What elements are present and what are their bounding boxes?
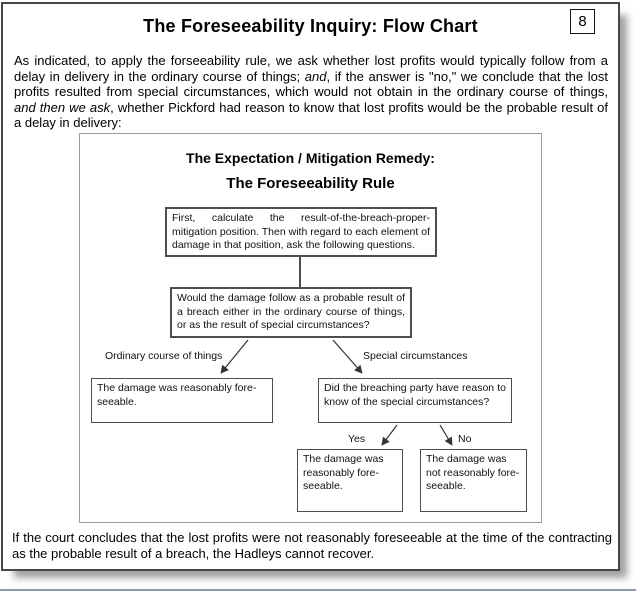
node-start-instruction: First, calculate the result-of-the-breac…	[165, 207, 437, 257]
page-number-box: 8	[570, 9, 595, 34]
node-ordinary-result: The damage was reasonably fore-seeable.	[91, 378, 273, 423]
chart-heading-secondary: The Foreseeability Rule	[226, 175, 395, 192]
branch-label-special-circumstances: Special circumstances	[363, 350, 468, 362]
branch-arrow-no	[439, 424, 453, 446]
document-page: 8 The Foreseeability Inquiry: Flow Chart…	[1, 2, 620, 571]
node-no-result: The damage was not reasonably fore-seeab…	[420, 449, 527, 512]
branch-label-yes: Yes	[348, 433, 366, 445]
intro-paragraph: As indicated, to apply the forseeability…	[14, 53, 608, 131]
chart-heading-primary: The Expectation / Mitigation Remedy:	[186, 150, 435, 166]
branch-label-ordinary-course: Ordinary course of things	[105, 350, 223, 362]
branch-arrow-yes	[381, 424, 398, 446]
page-number: 8	[578, 13, 587, 30]
flowchart-panel: The Expectation / Mitigation Remedy: The…	[79, 133, 542, 523]
branch-arrow-ordinary	[220, 339, 249, 374]
branch-arrow-special	[332, 339, 363, 374]
window-bottom-edge	[0, 589, 636, 591]
node-yes-result: The damage was reasonably fore-seeable.	[297, 449, 403, 512]
branch-label-no: No	[458, 433, 472, 445]
flow-arrows	[220, 257, 453, 446]
node-probable-result-question: Would the damage follow as a probable re…	[170, 287, 412, 338]
conclusion-paragraph: If the court concludes that the lost pro…	[12, 530, 612, 561]
page-title: The Foreseeability Inquiry: Flow Chart	[143, 16, 478, 36]
node-reason-to-know-question: Did the breaching party have reason to k…	[318, 378, 512, 423]
